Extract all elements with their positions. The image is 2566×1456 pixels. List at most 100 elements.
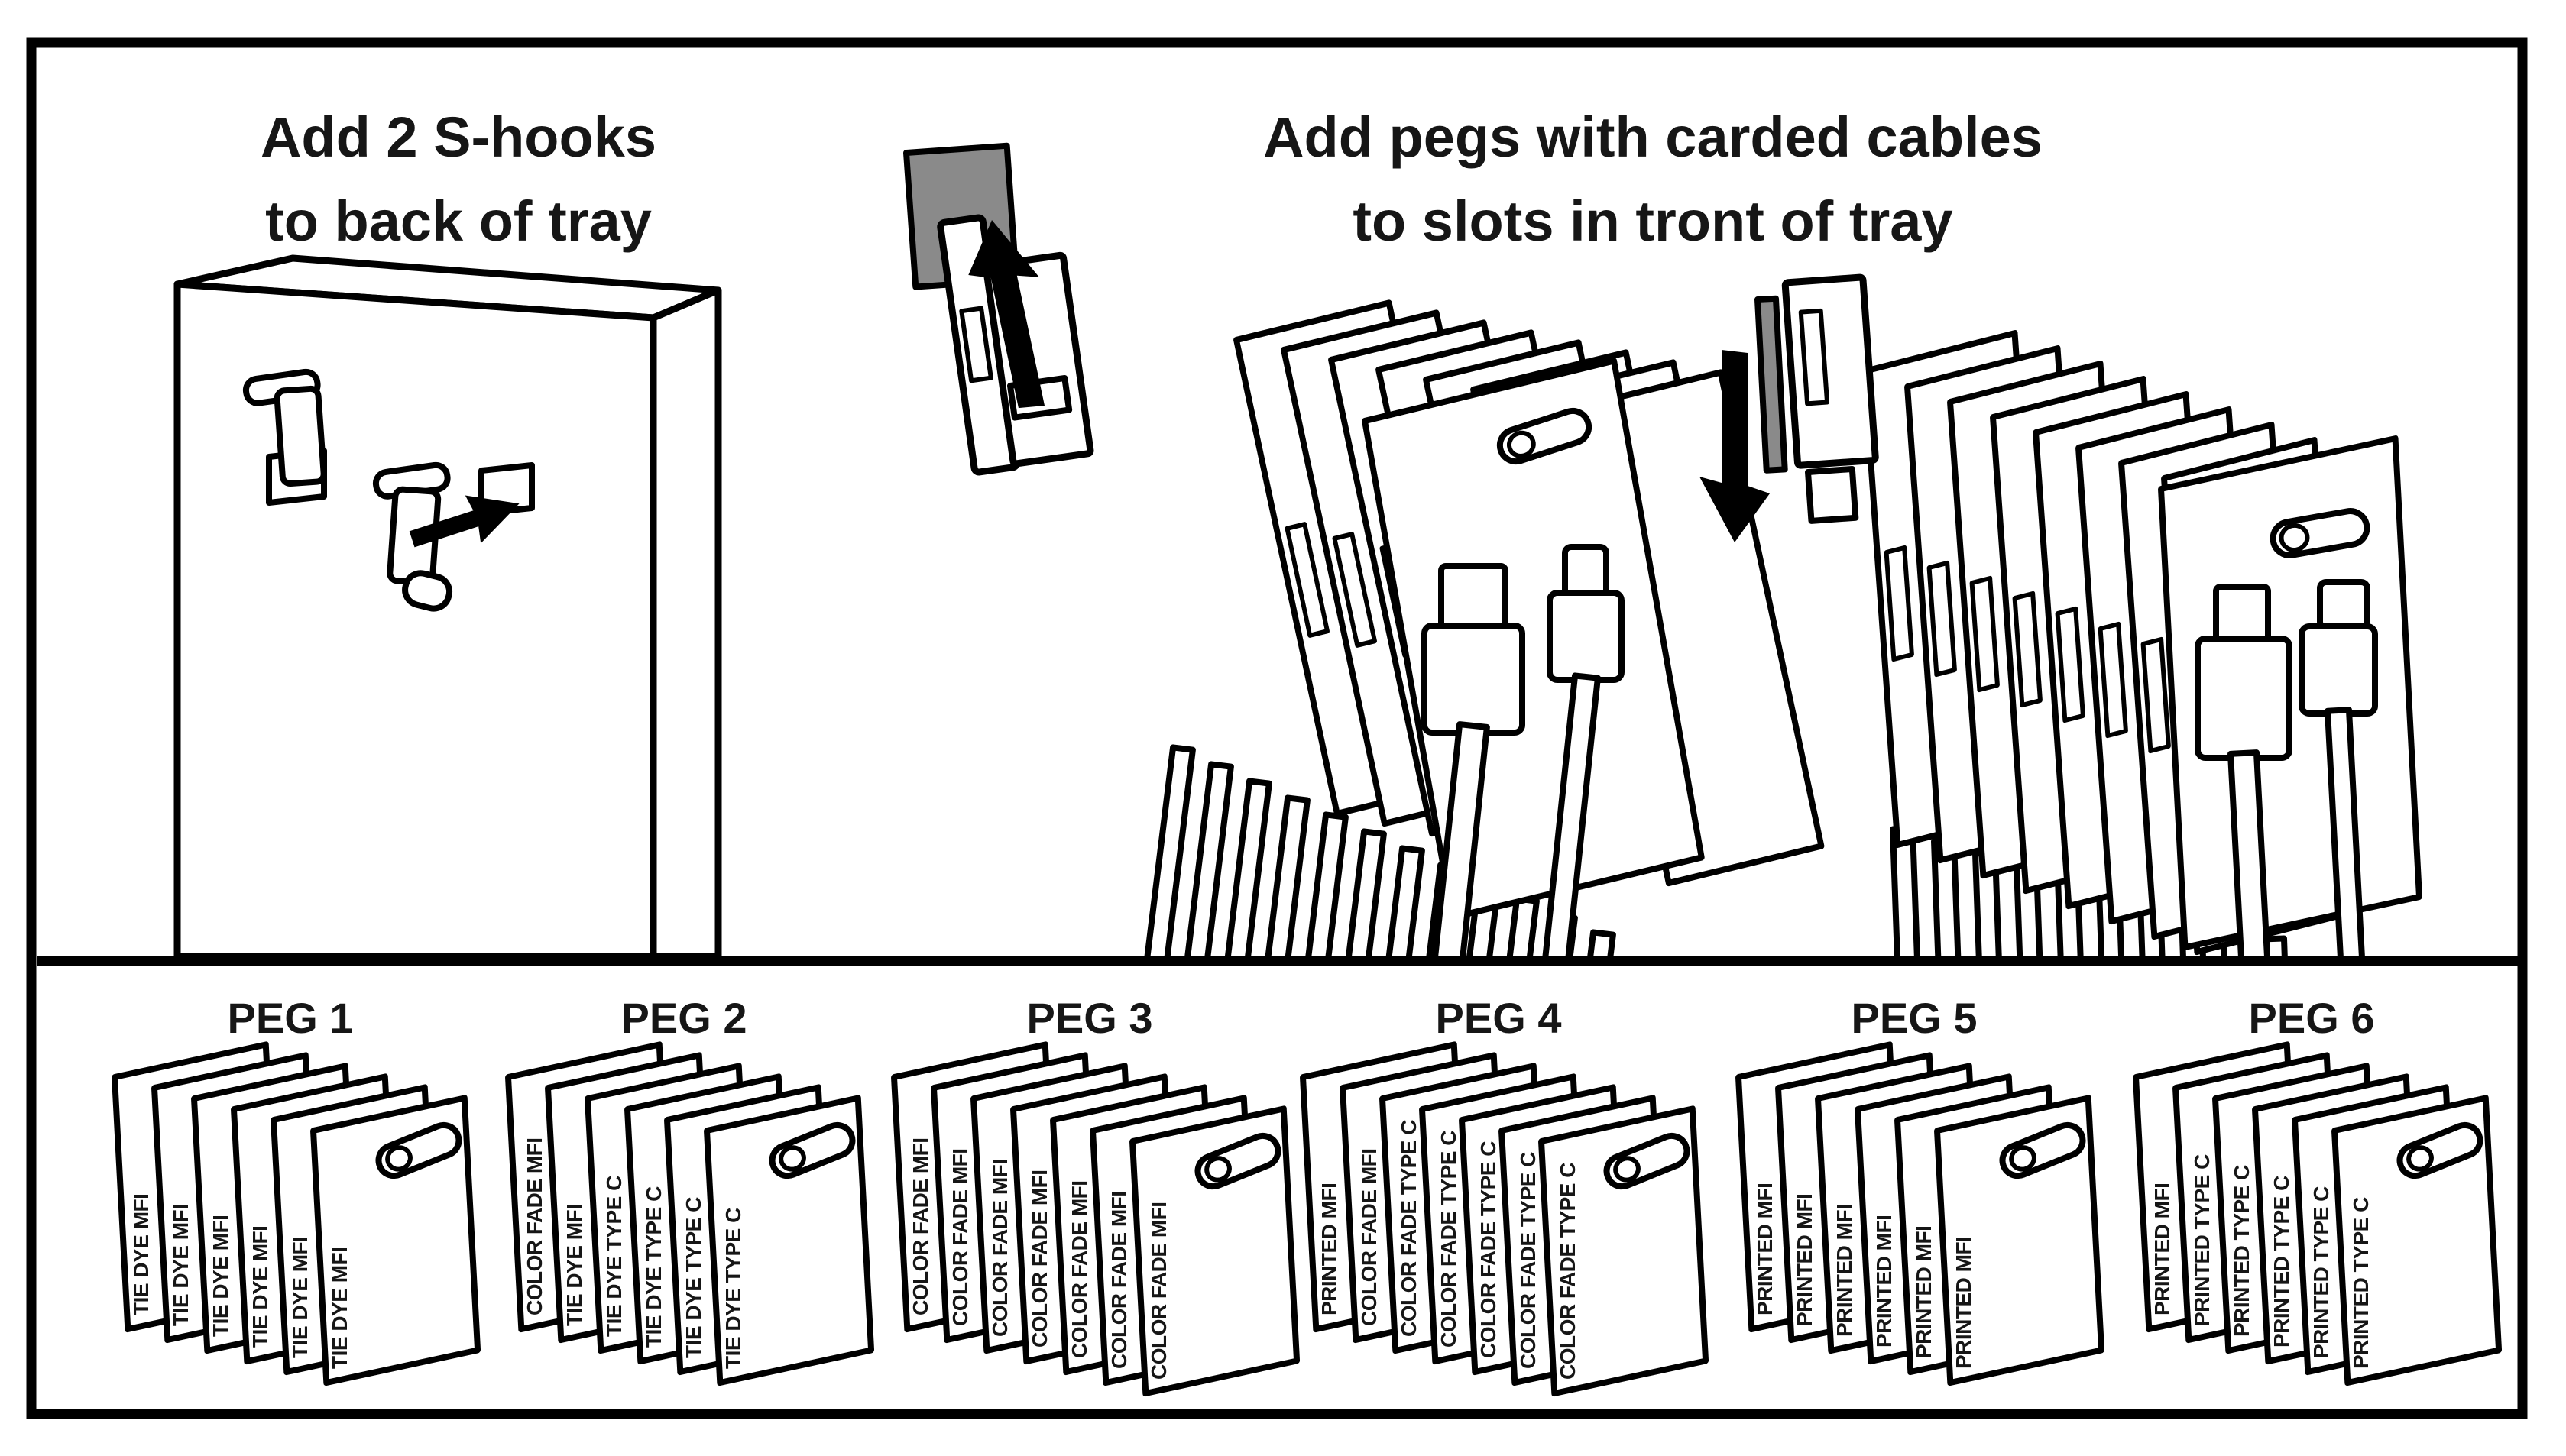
card-label: COLOR FADE TYPE C [1397,1120,1421,1337]
hang-hole-icon [375,1121,462,1179]
card-label: PRINTED TYPE C [2309,1186,2333,1358]
peg-group-4: PEG 4 PRINTED MFI COLOR FADE MFI COLOR F… [1300,994,1709,1397]
card-label: TIE DYE MFI [248,1226,272,1348]
card-panel-front [704,1095,875,1386]
peg-group-2: PEG 2 COLOR FADE MFI TIE DYE MFI TIE DYE… [505,994,875,1386]
card-panel-front [1934,1095,2105,1386]
top-section: Add 2 S-hooks to back of tray Add pegs w… [173,105,2422,959]
card-label: PRINTED TYPE C [2270,1176,2293,1348]
caption-left-line2: to back of tray [265,189,652,253]
card-label: TIE DYE MFI [169,1205,193,1326]
caption-left-line1: Add 2 S-hooks [261,105,656,169]
card-panel-front [310,1095,481,1386]
outer-border [26,37,2528,1419]
card-label: PRINTED MFI [1793,1194,1816,1326]
section-divider [37,956,2518,966]
bottom-section: PEG 1 TIE DYE MFI TIE DYE MFI TIE DYE MF… [112,994,2503,1397]
peg-slot [1332,532,1377,648]
card-label: COLOR FADE TYPE C [1516,1152,1540,1369]
card-label: PRINTED TYPE C [2190,1154,2214,1326]
caption-right-line2: to slots in tront of tray [1353,189,1952,253]
peg-group-3: PEG 3 COLOR FADE MFI COLOR FADE MFI COLO… [891,994,1301,1397]
peg-title: PEG 4 [1436,994,1562,1042]
hang-hole-icon [2270,508,2370,558]
peg-slot [2098,621,2128,739]
card-label: TIE DYE MFI [328,1247,352,1369]
peg-slot [1926,560,1957,678]
peg-slot [1884,545,1914,662]
insert-arrow-right-icon [409,495,520,548]
tray-back-box [173,254,722,959]
card-label: PRINTED MFI [1753,1183,1777,1315]
peg-fold [1805,465,1859,524]
insert-arrow-up-icon [968,220,1045,409]
card-label: PRINTED MFI [1832,1205,1856,1337]
card-label: PRINTED MFI [1912,1226,1936,1358]
card-label: COLOR FADE MFI [948,1148,972,1326]
peg-slot [1969,575,2000,693]
card-label: COLOR FADE TYPE C [1476,1141,1500,1358]
usb-c-connector-icon [2299,579,2378,717]
cable [2227,749,2271,959]
card-panel-front [1538,1105,1709,1397]
peg-title: PEG 5 [1852,994,1978,1042]
card-panel-front [1129,1105,1301,1397]
s-hook-loose [372,461,453,612]
card-label: COLOR FADE MFI [1107,1191,1131,1369]
peg-title: PEG 3 [1027,994,1153,1042]
card-label: TIE DYE MFI [288,1237,312,1358]
cable [2325,707,2366,959]
peg-title: PEG 1 [228,994,354,1042]
card-label: COLOR FADE TYPE C [1437,1131,1460,1348]
hang-hole-icon [1496,407,1592,465]
peg-title: PEG 6 [2249,994,2375,1042]
tray-side-face [650,286,722,959]
peg-group-5: PEG 5 PRINTED MFI PRINTED MFI PRINTED MF… [1735,994,2105,1386]
peg-group-1: PEG 1 TIE DYE MFI TIE DYE MFI TIE DYE MF… [112,994,481,1386]
peg-slot [2012,590,2043,708]
cable [1430,721,1490,959]
card-label: COLOR FADE MFI [988,1159,1012,1337]
peg-slot [2055,606,2085,723]
usb-a-connector-icon [2195,584,2292,761]
insert-arrow-down-icon [1699,350,1770,542]
hang-hole-icon [1999,1121,2086,1179]
peg-group-6: PEG 6 PRINTED MFI PRINTED TYPE C PRINTED… [2133,994,2503,1386]
card-label: PRINTED MFI [1952,1237,1975,1369]
hang-hole-icon [769,1121,856,1179]
card-label: TIE DYE MFI [129,1194,153,1315]
card-label: TIE DYE TYPE C [642,1186,666,1348]
card-panel-front [2331,1095,2503,1386]
card-label: COLOR FADE MFI [1357,1148,1381,1326]
card-label: COLOR FADE MFI [1068,1180,1091,1358]
tray-slot-gray [1754,295,1788,474]
card-front-details [2195,508,2378,761]
peg-hook [1781,273,1879,469]
card-label: TIE DYE TYPE C [721,1208,745,1369]
peg-title: PEG 2 [621,994,747,1042]
card-label: PRINTED MFI [2150,1183,2174,1315]
middle-card-stack [903,142,1825,959]
right-card-stack [1699,273,2422,959]
hang-hole-icon [2396,1121,2483,1179]
card-label: PRINTED MFI [1872,1215,1896,1348]
usb-a-connector-icon [1421,563,1525,736]
caption-right-line1: Add pegs with carded cables [1263,105,2043,169]
usb-c-connector-icon [1547,544,1625,683]
card-front-details [1421,407,1625,736]
card-label: TIE DYE TYPE C [602,1176,626,1337]
card-label: COLOR FADE MFI [1147,1202,1171,1380]
card-label: TIE DYE MFI [562,1205,586,1326]
card-label: COLOR FADE MFI [523,1137,546,1315]
card-label: PRINTED TYPE C [2230,1165,2253,1337]
hang-hole-icon [1194,1132,1281,1190]
card-label: TIE DYE TYPE C [682,1197,705,1358]
card-label: PRINTED MFI [1317,1183,1341,1315]
peg-slot [1285,522,1330,638]
card-label: COLOR FADE TYPE C [1556,1163,1579,1380]
card-label: COLOR FADE MFI [1028,1170,1051,1348]
peg-slot [2140,636,2171,754]
cable [1541,672,1601,959]
card-label: TIE DYE MFI [209,1215,232,1337]
